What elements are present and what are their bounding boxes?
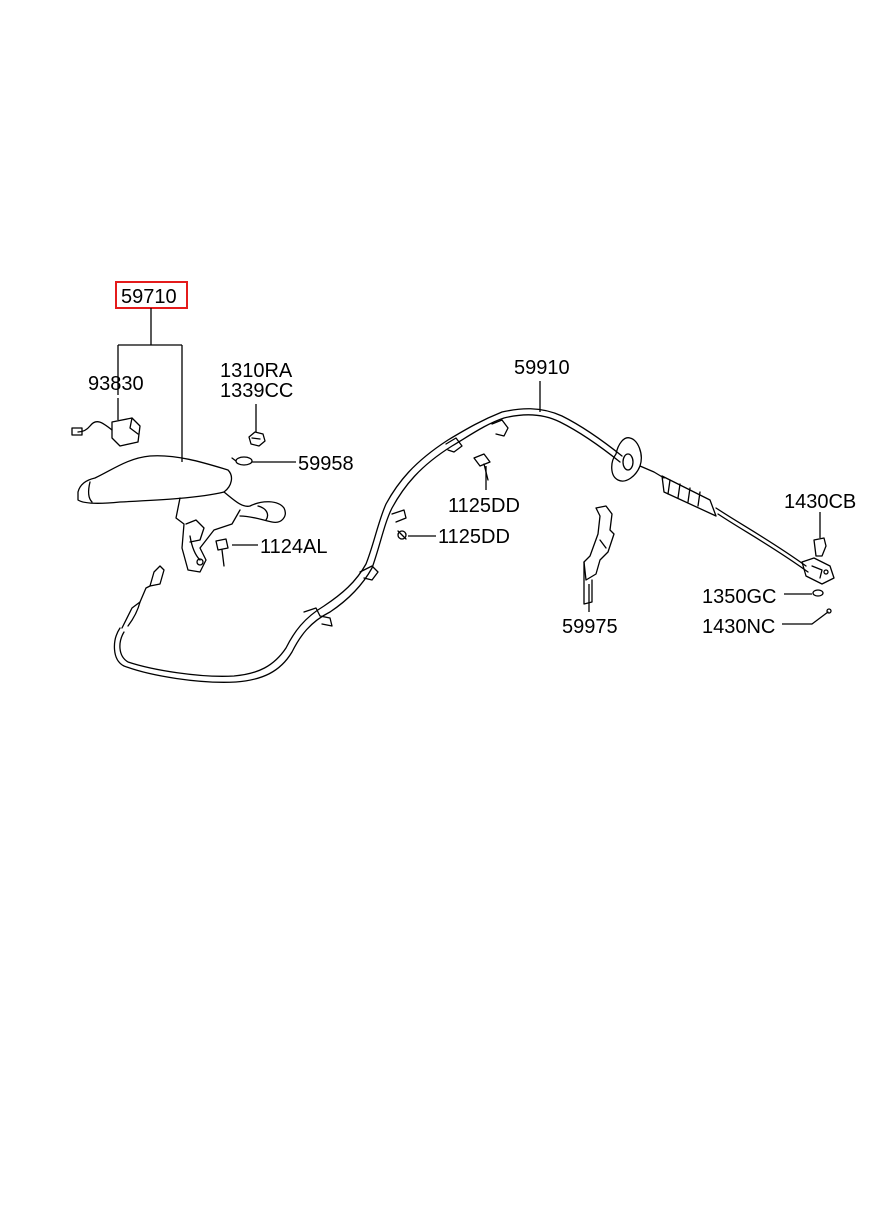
part-1125DD-bolt-upper [473, 453, 491, 481]
part-equalizer-bracket [801, 557, 835, 585]
label-1310RA[interactable]: 1310RA [220, 360, 293, 382]
part-93830-switch [71, 417, 141, 447]
label-1125DD-lower[interactable]: 1125DD [438, 526, 510, 548]
label-59910[interactable]: 59910 [514, 357, 570, 379]
part-1430CB-pin [813, 537, 827, 557]
label-1430CB[interactable]: 1430CB [784, 491, 856, 513]
label-59958[interactable]: 59958 [298, 453, 354, 475]
label-1339CC[interactable]: 1339CC [220, 380, 293, 402]
part-1430NC-cotter-pin [811, 608, 832, 625]
label-1125DD-upper[interactable]: 1125DD [448, 495, 520, 517]
part-1125DD-bolt-lower [397, 530, 407, 540]
label-59975[interactable]: 59975 [562, 616, 618, 638]
label-1350GC[interactable]: 1350GC [702, 586, 777, 608]
part-59958-clip [231, 456, 253, 466]
leader-59710 [117, 308, 183, 462]
part-1350GC-washer [812, 589, 824, 597]
part-59910-cable [113, 408, 809, 683]
label-93830[interactable]: 93830 [88, 373, 144, 395]
part-1339CC-nut [248, 431, 266, 447]
part-59710-lever-assembly [77, 455, 286, 573]
part-59975-bracket [583, 505, 615, 605]
label-59710: 59710 [121, 286, 177, 308]
label-1124AL[interactable]: 1124AL [260, 536, 327, 558]
part-1124AL-bolt [215, 538, 229, 567]
label-1430NC[interactable]: 1430NC [702, 616, 775, 638]
callout-59710[interactable]: 59710 [115, 281, 188, 309]
